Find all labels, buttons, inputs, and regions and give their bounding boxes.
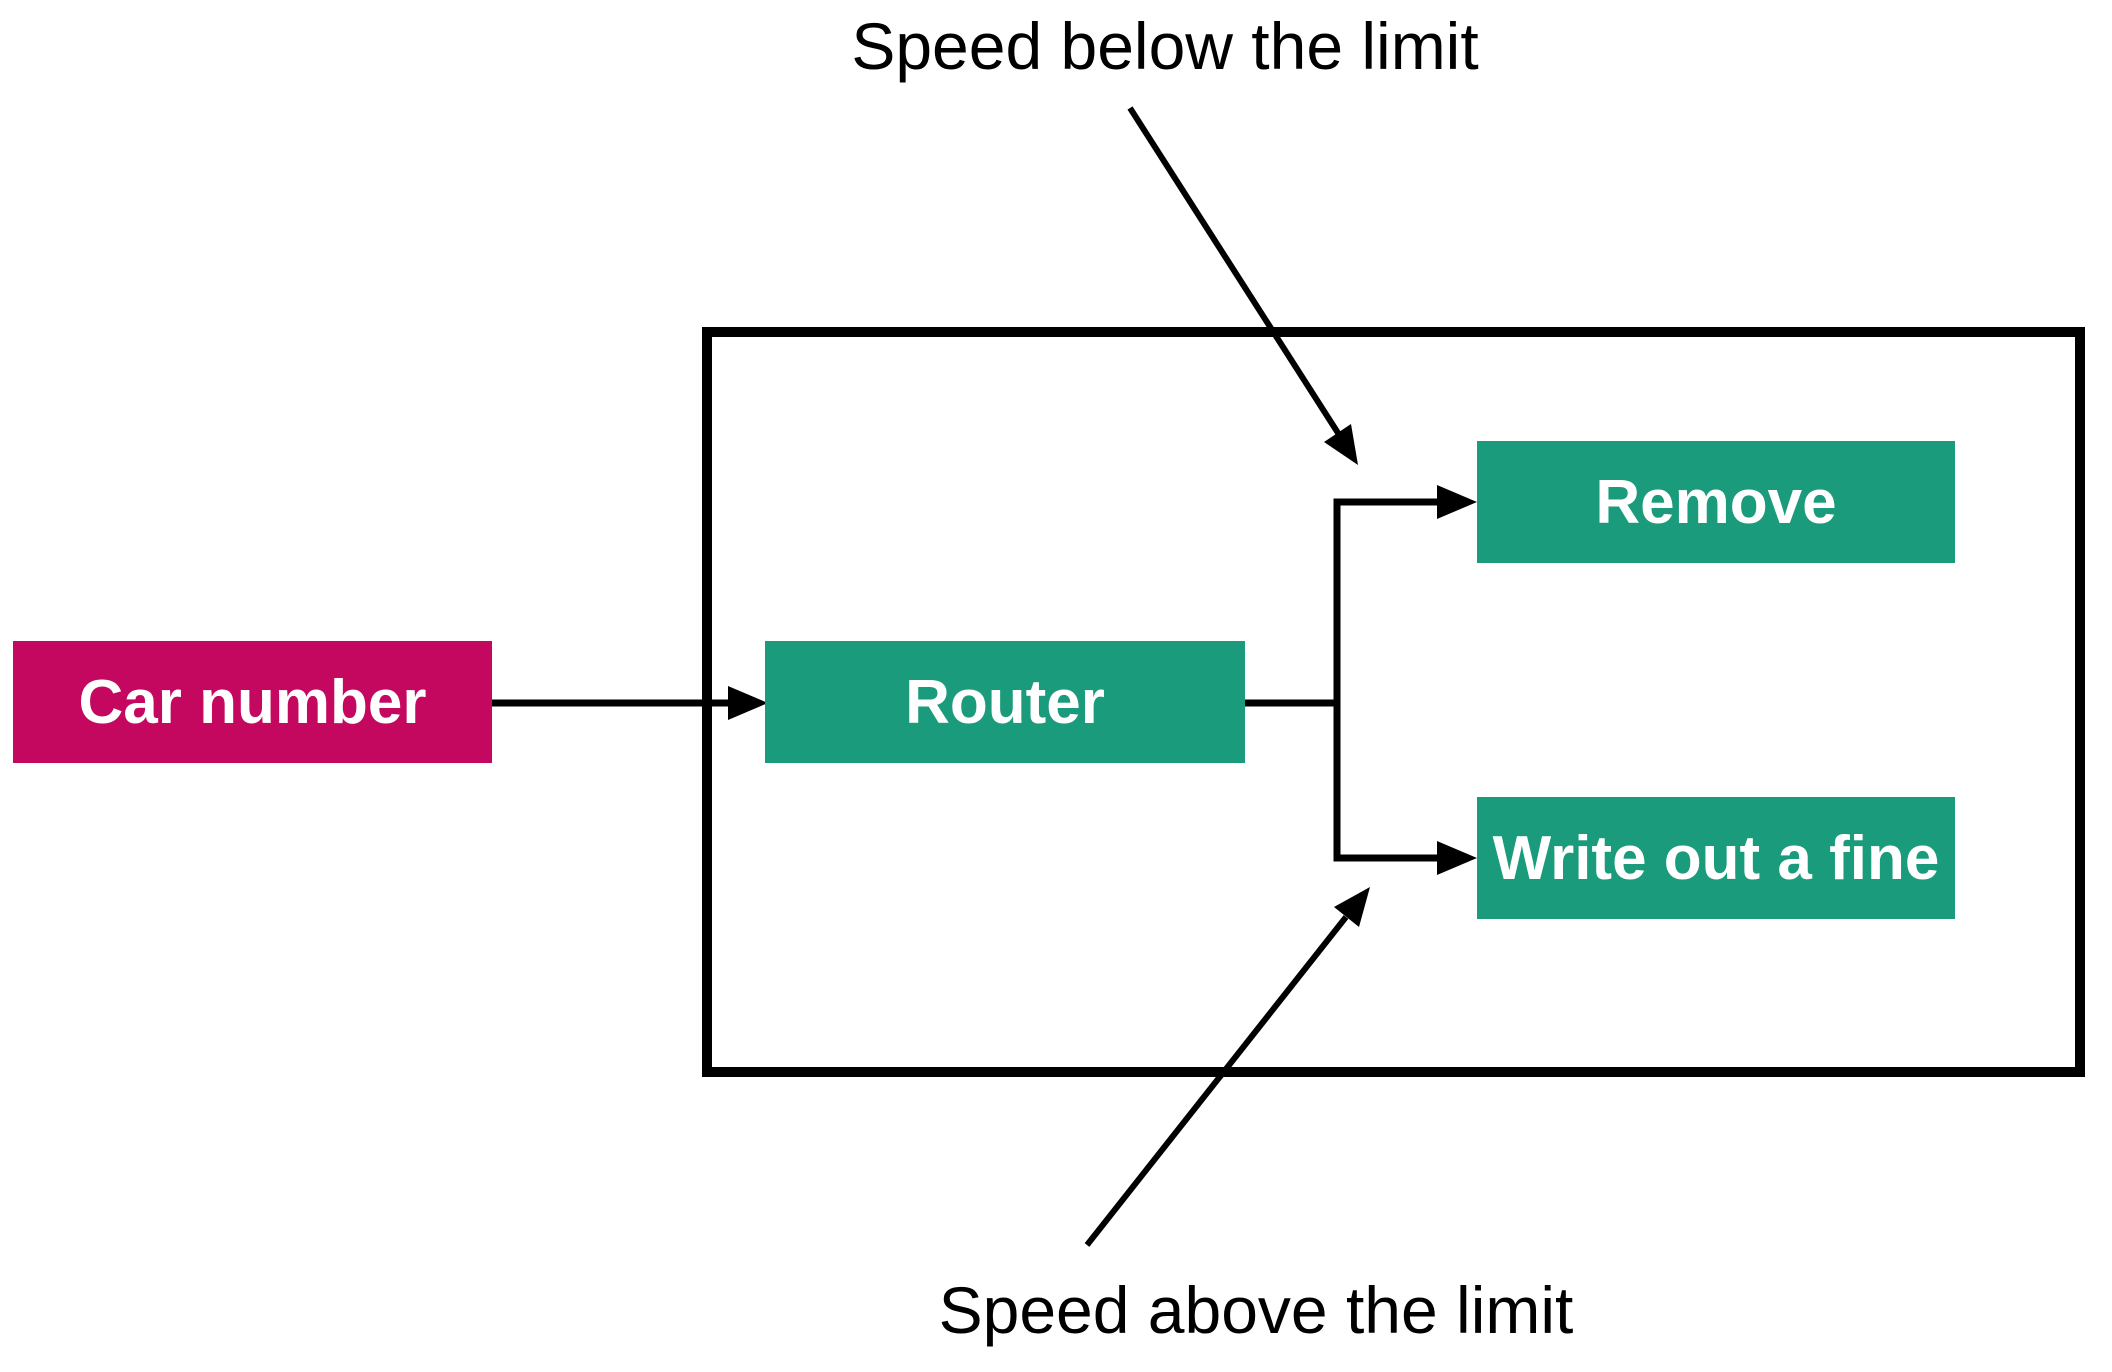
node-write-out-a-fine: Write out a fine xyxy=(1477,797,1955,919)
node-car-number: Car number xyxy=(13,641,492,763)
node-remove: Remove xyxy=(1477,441,1955,563)
label-speed-below-limit: Speed below the limit xyxy=(851,9,1479,83)
node-router: Router xyxy=(765,641,1245,763)
label-speed-above-limit: Speed above the limit xyxy=(938,1273,1574,1347)
